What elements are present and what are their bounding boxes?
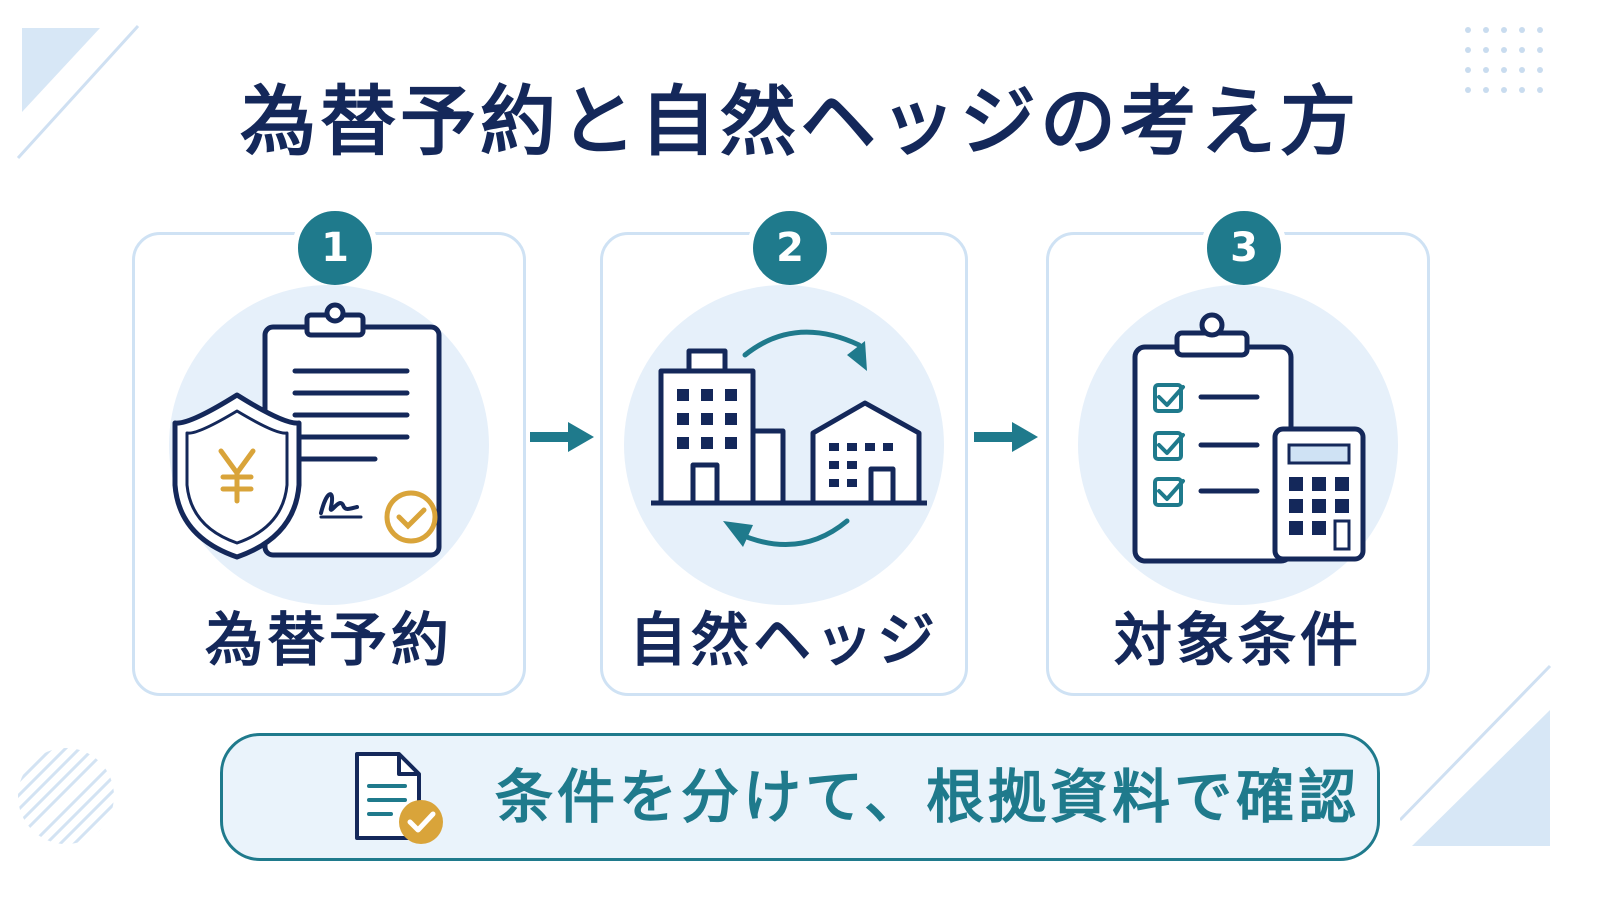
- page-title: 為替予約と自然ヘッジの考え方: [240, 77, 1360, 166]
- step-card-conditions: 3 対象条件: [1046, 205, 1430, 696]
- flow-arrow-icon: [530, 422, 594, 452]
- decor-dot-grid: [1465, 27, 1543, 93]
- step-number-badge: 1: [292, 205, 378, 291]
- decor-triangle-top-left: [16, 24, 140, 160]
- decor-hatched-circle: [18, 748, 114, 844]
- summary-banner: 条件を分けて、根拠資料で確認: [220, 733, 1380, 861]
- flow-arrow-icon: [974, 422, 1038, 452]
- summary-text: 条件を分けて、根拠資料で確認: [495, 763, 1361, 831]
- buildings-exchange-icon: [651, 329, 927, 548]
- step-number-badge: 3: [1201, 205, 1287, 291]
- checklist-calculator-icon: [1132, 312, 1366, 564]
- step-label: 対象条件: [1113, 606, 1362, 674]
- step-number-badge: 2: [747, 205, 833, 291]
- decor-triangle-bottom-right: [1400, 664, 1552, 846]
- step-card-forward-contract: 1 為替予約: [132, 205, 526, 696]
- document-check-icon: [355, 752, 443, 844]
- contract-shield-yen-icon: [172, 302, 442, 560]
- step-label: 為替予約: [204, 606, 453, 674]
- step-label: 自然ヘッジ: [628, 606, 939, 674]
- step-card-natural-hedge: 2 自然ヘッジ: [600, 205, 968, 696]
